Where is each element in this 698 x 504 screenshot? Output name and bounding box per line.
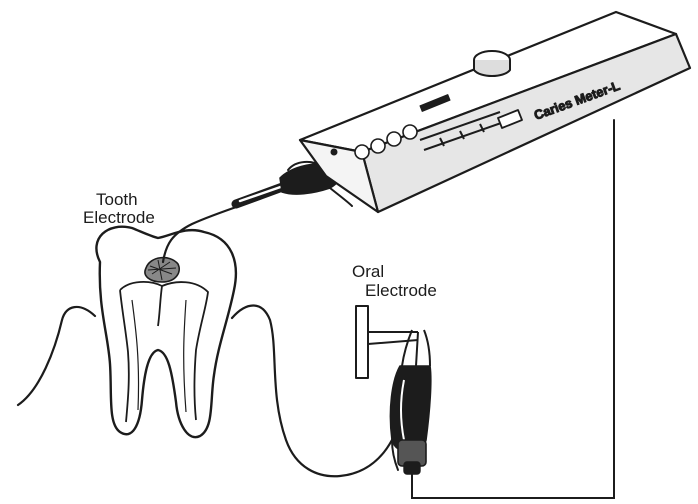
alligator-clip-body [390, 366, 430, 452]
oral-electrode-label-line1: Oral [352, 262, 384, 282]
tooth-electrode-label-line2: Electrode [83, 208, 155, 228]
device-indicator-4 [403, 125, 417, 139]
device-indicator-1 [355, 145, 369, 159]
device-indicator-2 [371, 139, 385, 153]
tooth-electrode-label-line1: Tooth [96, 190, 138, 210]
device-indicator-3 [387, 132, 401, 146]
clip-jaws [402, 330, 430, 366]
oral-electrode-plate [356, 306, 368, 378]
device-dial-knob-side [474, 60, 510, 76]
device-power-led [331, 149, 337, 155]
clip-sleeve-tip [404, 462, 420, 474]
oral-electrode-label-line2: Electrode [365, 281, 437, 301]
caries-meter-device: Caries Meter-L [300, 12, 690, 212]
tooth-drawing [96, 227, 235, 437]
